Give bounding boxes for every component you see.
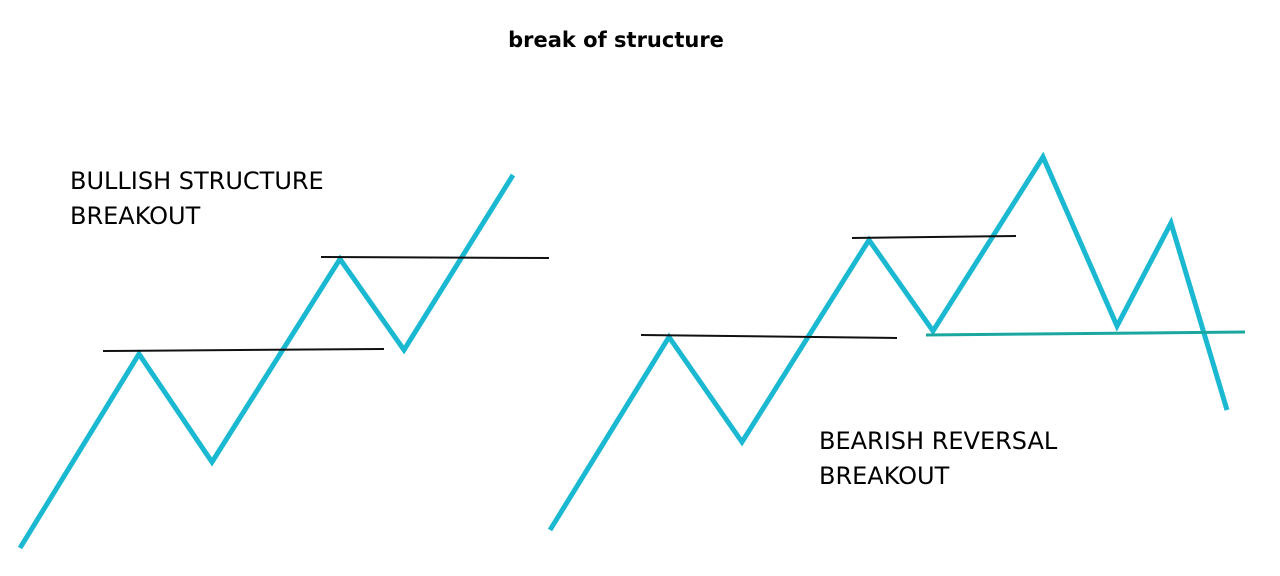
bearish-support-level [925,330,1246,337]
bullish-second-high-level [320,256,550,259]
bearish-price-path [547,151,1230,532]
bearish-second-high-level [851,235,1017,239]
bullish-label-line-2: BREAKOUT [70,202,201,230]
bullish-price-path [17,173,516,550]
bullish-first-high-level [102,348,385,352]
page-title: break of structure [508,28,724,52]
bearish-first-high-level [640,334,898,339]
bullish-label-line-1: BULLISH STRUCTURE [70,167,324,195]
bearish-label-line-2: BREAKOUT [819,462,950,490]
bearish-label-line-1: BEARISH REVERSAL [819,427,1058,455]
bearish-label: BEARISH REVERSAL BREAKOUT [819,424,1057,494]
bullish-label: BULLISH STRUCTURE BREAKOUT [70,164,324,234]
